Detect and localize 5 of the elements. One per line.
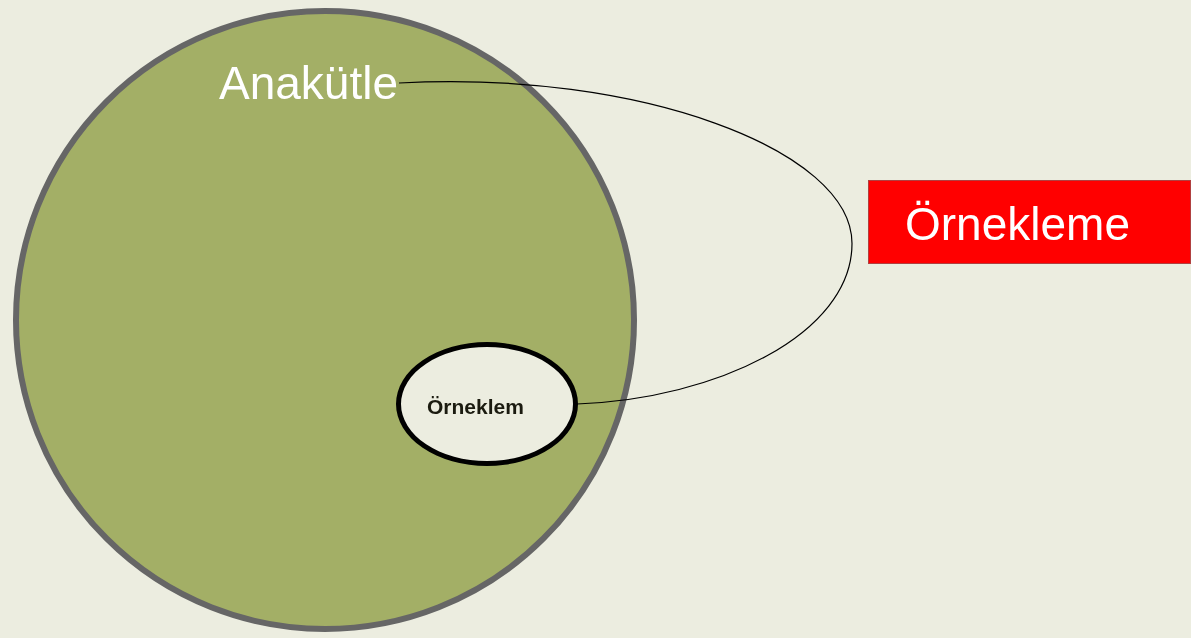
sampling-box [868,180,1191,264]
connector-line [398,81,853,405]
sampling-label: Örnekleme [905,197,1130,251]
population-label: Anakütle [219,56,398,110]
sample-label: Örneklem [427,395,524,419]
